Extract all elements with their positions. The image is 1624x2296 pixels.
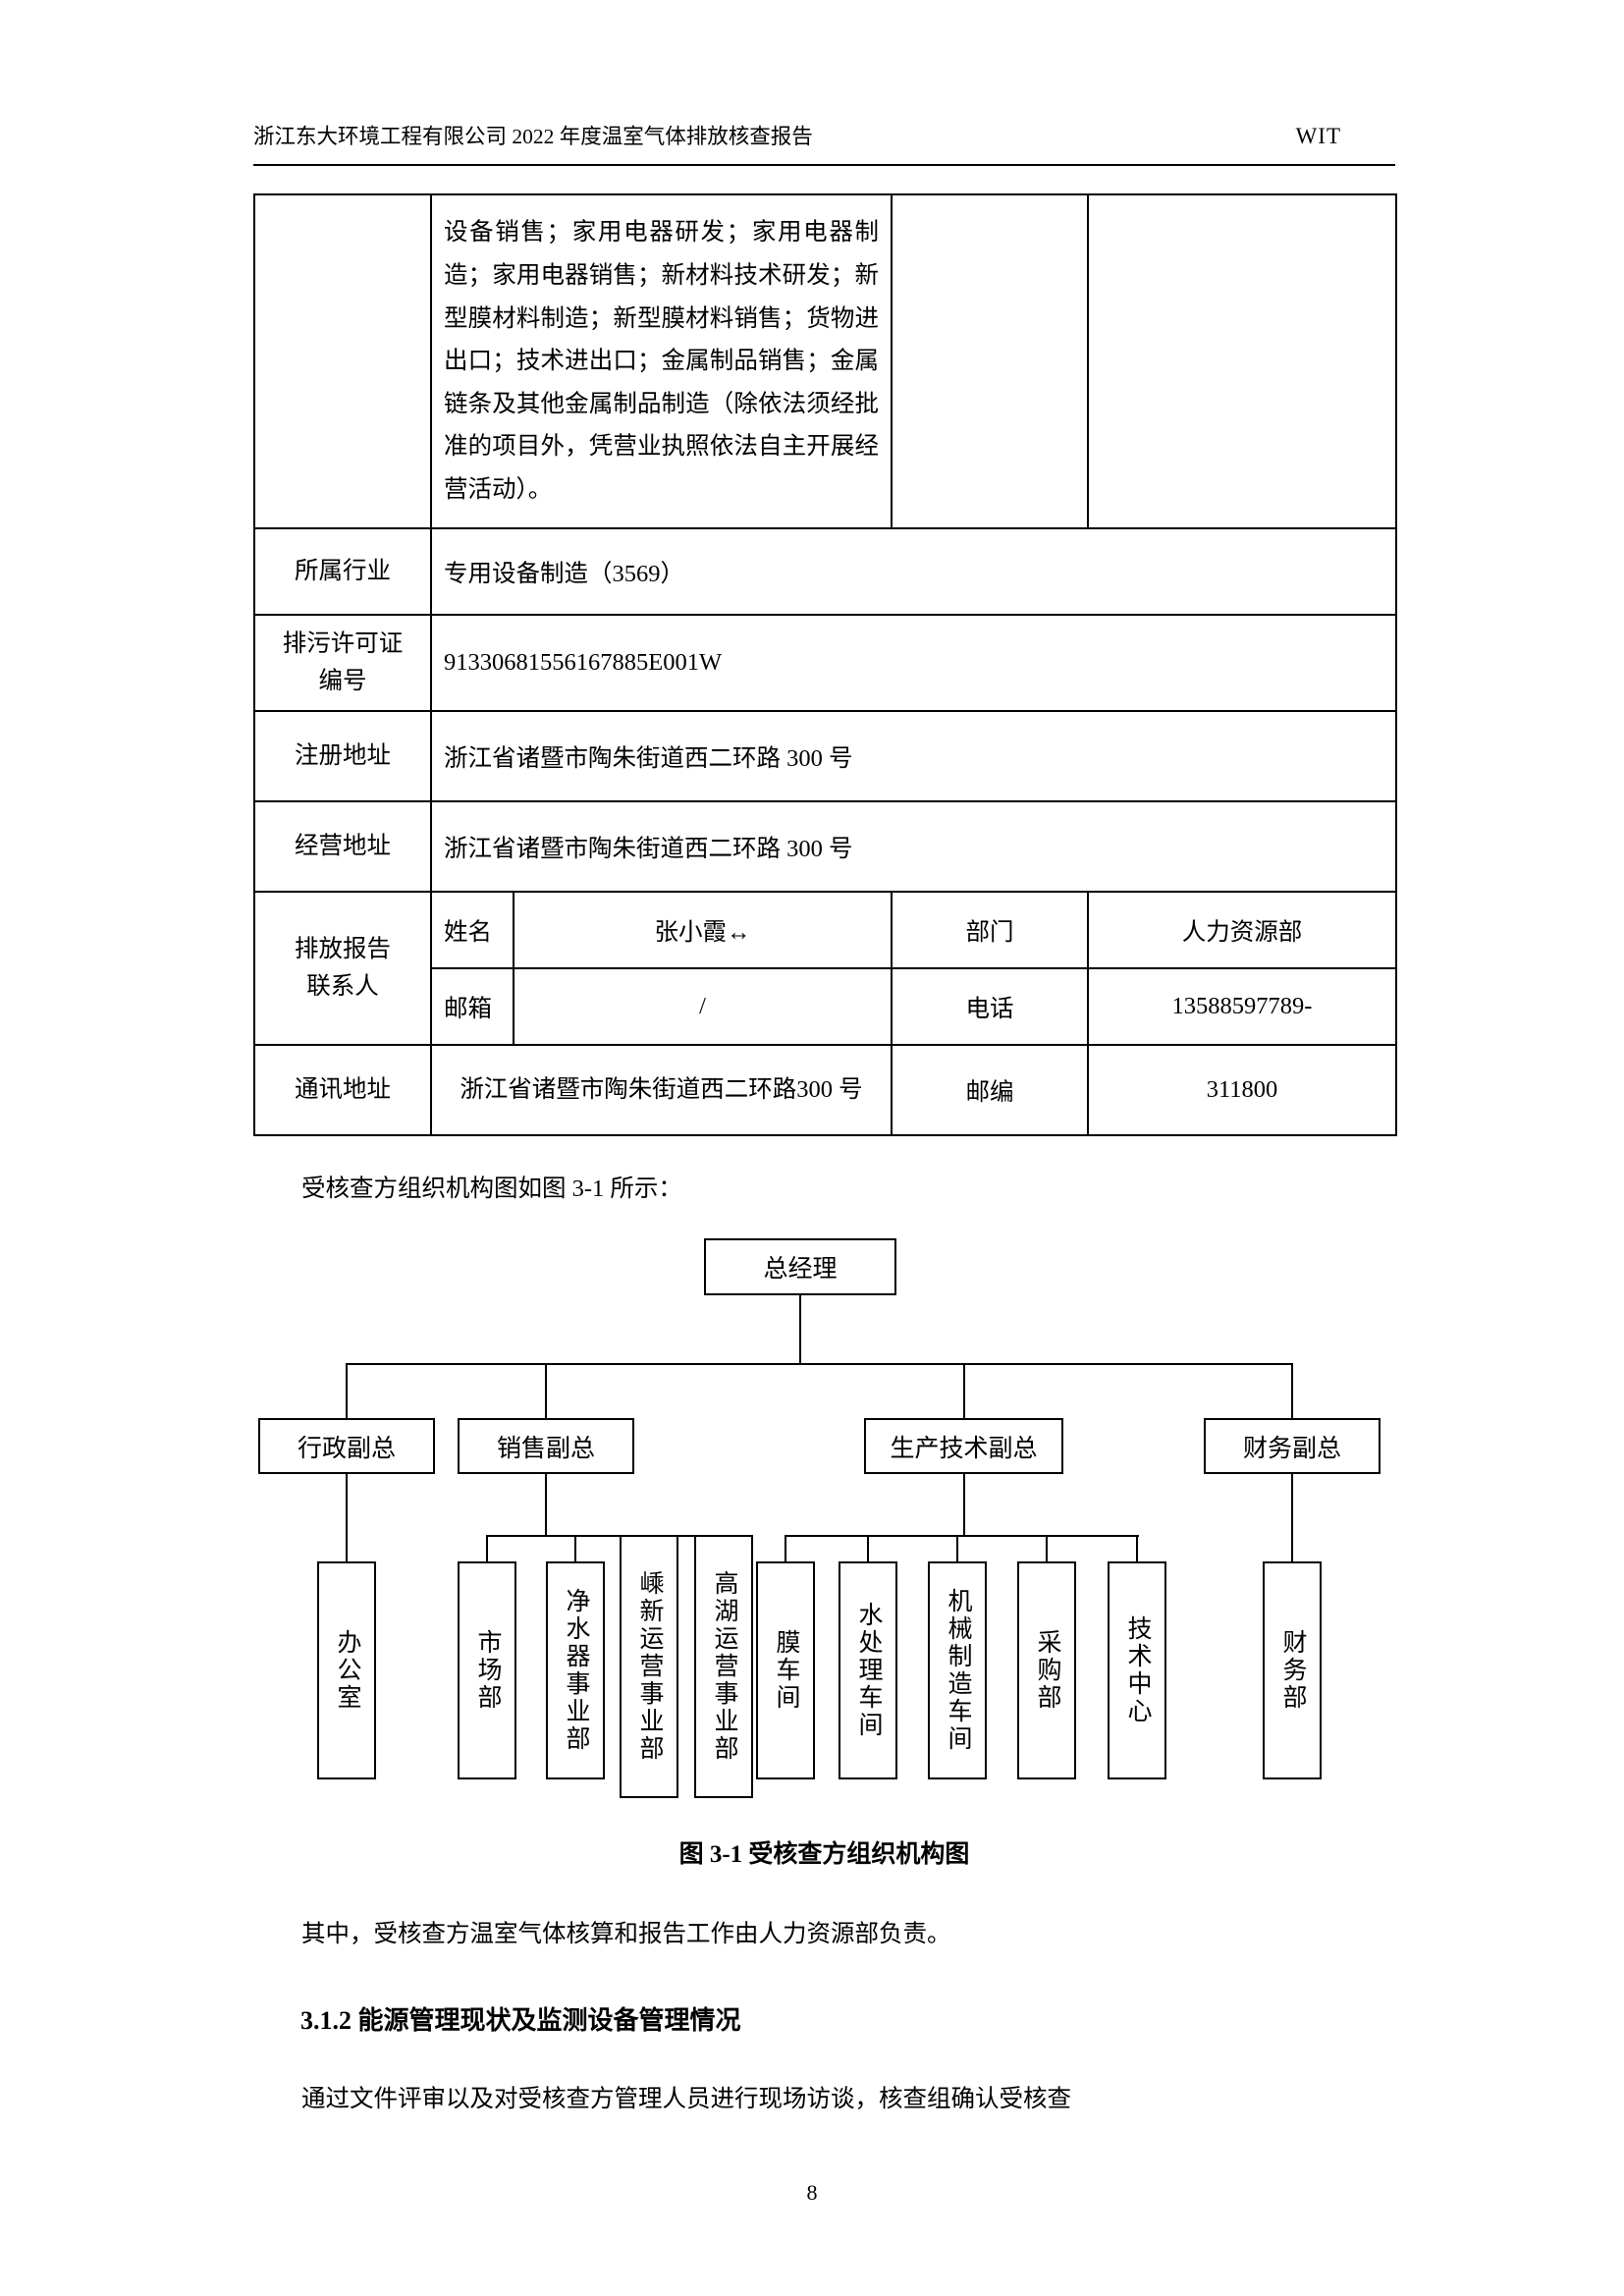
- table-row-business-address: 经营地址 浙江省诸暨市陶朱街道西二环路 300 号: [253, 800, 1397, 893]
- org-chart: 总经理 行政副总 销售副总 生产技术副总 财务副总 办公室 市场部 净水器事业部…: [253, 1226, 1395, 1815]
- org-box-sales-vp: 销售副总: [458, 1418, 634, 1475]
- zip-label: 邮编: [891, 1044, 1089, 1136]
- org-box-production-tech-vp: 生产技术副总: [864, 1418, 1063, 1475]
- org-box-machinery-workshop: 机械制造车间: [928, 1561, 987, 1780]
- company-info-table: 设备销售；家用电器研发；家用电器制造；家用电器销售；新材料技术研发；新型膜材料制…: [253, 193, 1397, 1136]
- header-logo-text: WIT: [1295, 124, 1341, 148]
- page-header: 浙江东大环境工程有限公司 2022 年度温室气体排放核查报告 WIT: [253, 0, 1395, 150]
- org-box-water-treatment-workshop: 水处理车间: [839, 1561, 897, 1780]
- business-address-value: 浙江省诸暨市陶朱街道西二环路 300 号: [430, 800, 1397, 893]
- org-connector: [545, 1363, 547, 1419]
- org-connector: [867, 1535, 869, 1562]
- header-title: 浙江东大环境工程有限公司 2022 年度温室气体排放核查报告: [253, 125, 813, 148]
- zip-value: 311800: [1087, 1044, 1397, 1136]
- email-label: 邮箱: [430, 967, 514, 1046]
- table-row-mailing-address: 通讯地址 浙江省诸暨市陶朱街道西二环路300 号 邮编 311800: [253, 1044, 1397, 1136]
- responsibility-paragraph: 其中，受核查方温室气体核算和报告工作由人力资源部负责。: [301, 1921, 951, 1948]
- table-row-contact-name: 排放报告 联系人 姓名 张小霞↔ 部门 人力资源部: [253, 891, 1397, 1046]
- org-box-water-purifier-division: 净水器事业部: [546, 1561, 605, 1780]
- mailing-value: 浙江省诸暨市陶朱街道西二环路300 号: [430, 1044, 893, 1136]
- org-connector: [1291, 1363, 1293, 1419]
- business-address-label: 经营地址: [253, 800, 432, 893]
- page-number: 8: [806, 2180, 818, 2205]
- org-box-membrane-workshop: 膜车间: [756, 1561, 815, 1780]
- org-connector: [963, 1363, 965, 1419]
- empty-cell: [891, 193, 1089, 529]
- org-box-purchasing-dept: 采购部: [1017, 1561, 1076, 1780]
- org-chart-intro: 受核查方组织机构图如图 3-1 所示：: [301, 1175, 682, 1202]
- org-connector: [1136, 1535, 1138, 1562]
- org-connector: [545, 1474, 547, 1536]
- org-connector: [1291, 1474, 1293, 1562]
- table-row-business-scope: 设备销售；家用电器研发；家用电器制造；家用电器销售；新材料技术研发；新型膜材料制…: [253, 193, 1397, 529]
- phone-label: 电话: [891, 967, 1089, 1046]
- permit-label: 排污许可证 编号: [253, 614, 432, 712]
- registered-address-label: 注册地址: [253, 710, 432, 802]
- phone-value: 13588597789-: [1087, 967, 1397, 1046]
- dept-value: 人力资源部: [1087, 891, 1397, 969]
- org-box-finance-vp: 财务副总: [1204, 1418, 1380, 1475]
- table-row-industry: 所属行业 专用设备制造（3569）: [253, 527, 1397, 616]
- body-paragraph: 通过文件评审以及对受核查方管理人员进行现场访谈，核查组确认受核查: [301, 2086, 1071, 2113]
- industry-value: 专用设备制造（3569）: [430, 527, 1397, 616]
- org-connector: [785, 1535, 1139, 1538]
- org-box-technology-center: 技术中心: [1108, 1561, 1166, 1780]
- org-connector: [956, 1535, 958, 1562]
- figure-caption: 图 3-1 受核查方组织机构图: [678, 1841, 970, 1869]
- org-connector: [346, 1474, 348, 1562]
- org-box-general-manager: 总经理: [704, 1238, 896, 1296]
- empty-cell: [1087, 193, 1397, 529]
- org-connector: [799, 1295, 801, 1364]
- email-value: /: [513, 967, 893, 1046]
- name-value: 张小霞↔: [513, 891, 893, 969]
- table-row-registered-address: 注册地址 浙江省诸暨市陶朱街道西二环路 300 号: [253, 710, 1397, 802]
- org-connector: [963, 1474, 965, 1536]
- org-box-shengxin-operations-division: 嵊新运营事业部: [620, 1535, 678, 1799]
- header-rule: [253, 164, 1395, 166]
- page-content: 浙江东大环境工程有限公司 2022 年度温室气体排放核查报告 WIT 设备销售；…: [253, 0, 1397, 2119]
- name-label: 姓名: [430, 891, 514, 969]
- mailing-label: 通讯地址: [253, 1044, 432, 1136]
- business-scope-cell: 设备销售；家用电器研发；家用电器制造；家用电器销售；新材料技术研发；新型膜材料制…: [430, 193, 893, 529]
- org-connector: [346, 1363, 1293, 1366]
- org-connector: [486, 1535, 488, 1562]
- org-connector: [574, 1535, 576, 1562]
- org-connector: [1046, 1535, 1048, 1562]
- industry-label: 所属行业: [253, 527, 432, 616]
- org-connector: [346, 1363, 348, 1419]
- dept-label: 部门: [891, 891, 1089, 969]
- contact-label: 排放报告 联系人: [253, 891, 432, 1046]
- section-heading-3-1-2: 3.1.2 能源管理现状及监测设备管理情况: [300, 2006, 741, 2036]
- org-box-gaohu-operations-division: 高湖运营事业部: [694, 1535, 753, 1799]
- empty-label-cell: [253, 193, 432, 529]
- org-box-admin-vp: 行政副总: [258, 1418, 435, 1475]
- org-box-marketing-dept: 市场部: [458, 1561, 516, 1780]
- org-box-office: 办公室: [317, 1561, 376, 1780]
- org-connector: [486, 1535, 725, 1538]
- permit-value: 91330681556167885E001W: [430, 614, 1397, 712]
- registered-address-value: 浙江省诸暨市陶朱街道西二环路 300 号: [430, 710, 1397, 802]
- org-box-finance-dept: 财务部: [1263, 1561, 1322, 1780]
- table-row-contact-email: 邮箱 / 电话 13588597789-: [254, 967, 1397, 1046]
- table-row-permit: 排污许可证 编号 91330681556167885E001W: [253, 614, 1397, 712]
- org-connector: [785, 1535, 786, 1562]
